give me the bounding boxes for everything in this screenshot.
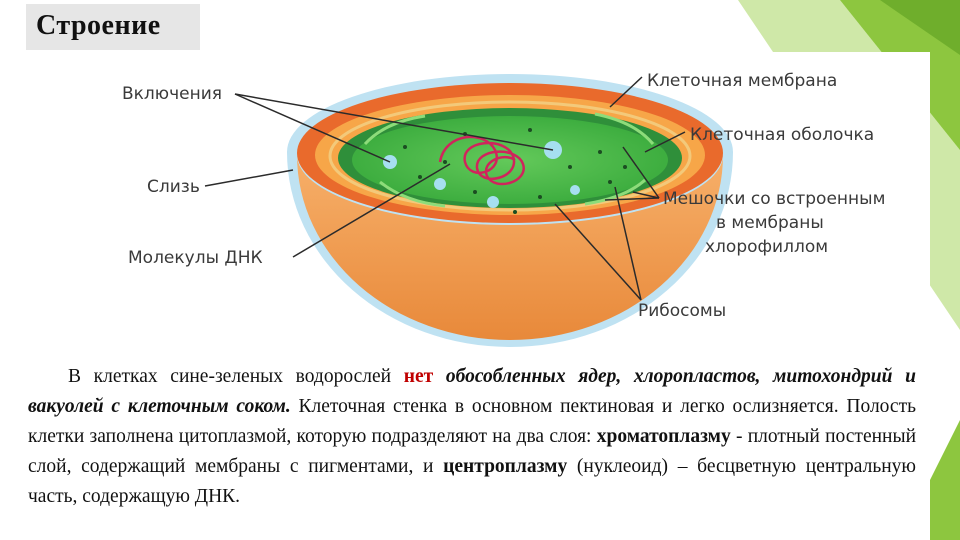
label-inclusions: Включения [122, 84, 222, 104]
inclusion-3 [434, 178, 446, 190]
text-emphasis-net: нет [403, 366, 434, 387]
text-part-3: Клеточная стенка в основном пектиновая и… [28, 396, 916, 447]
label-sacs-line1: Мешочки со встроенным [663, 189, 886, 209]
label-cell-membrane: Клеточная мембрана [647, 71, 838, 91]
label-dna: Молекулы ДНК [128, 248, 263, 268]
cyanobacteria-cell-diagram [204, 74, 733, 347]
dna-molecule [438, 135, 525, 186]
text-part-5: (нуклеоид) – бесцветную центральную част… [28, 456, 916, 507]
slide-title: Строение [36, 10, 161, 41]
text-centroplasm: центроплазму [443, 456, 568, 477]
corner-sliver-top [880, 0, 960, 55]
inclusion-5 [570, 185, 580, 195]
text-part-4: - плотный постенный слой, содержащий мем… [28, 426, 917, 477]
label-ribosomes: Рибосомы [638, 301, 727, 321]
leader-lines [204, 76, 686, 301]
description-paragraph: В клетках сине-зеленых водорослей нет об… [28, 362, 916, 512]
text-panel [25, 354, 930, 540]
label-sacs-line3: хлорофиллом [705, 237, 829, 257]
cell-membrane-ring [328, 100, 692, 212]
cytoplasm [352, 116, 668, 204]
label-sacs-line2: в мембраны [716, 213, 824, 233]
bottom-sliver [930, 420, 960, 540]
text-part-1: В клетках сине-зеленых водорослей [68, 366, 392, 387]
ribosomes [403, 128, 627, 214]
title-background [26, 4, 200, 50]
text-absent-organelles: обособленных ядер, хлоропластов, митохон… [28, 366, 916, 417]
thylakoid-folds [363, 112, 655, 208]
inclusion-4 [487, 196, 499, 208]
cell-bowl-body [297, 155, 723, 340]
text-chromatoplasm: хроматоплазму [596, 426, 731, 447]
label-cell-wall: Клеточная оболочка [690, 125, 875, 145]
label-mucus: Слизь [147, 177, 200, 197]
